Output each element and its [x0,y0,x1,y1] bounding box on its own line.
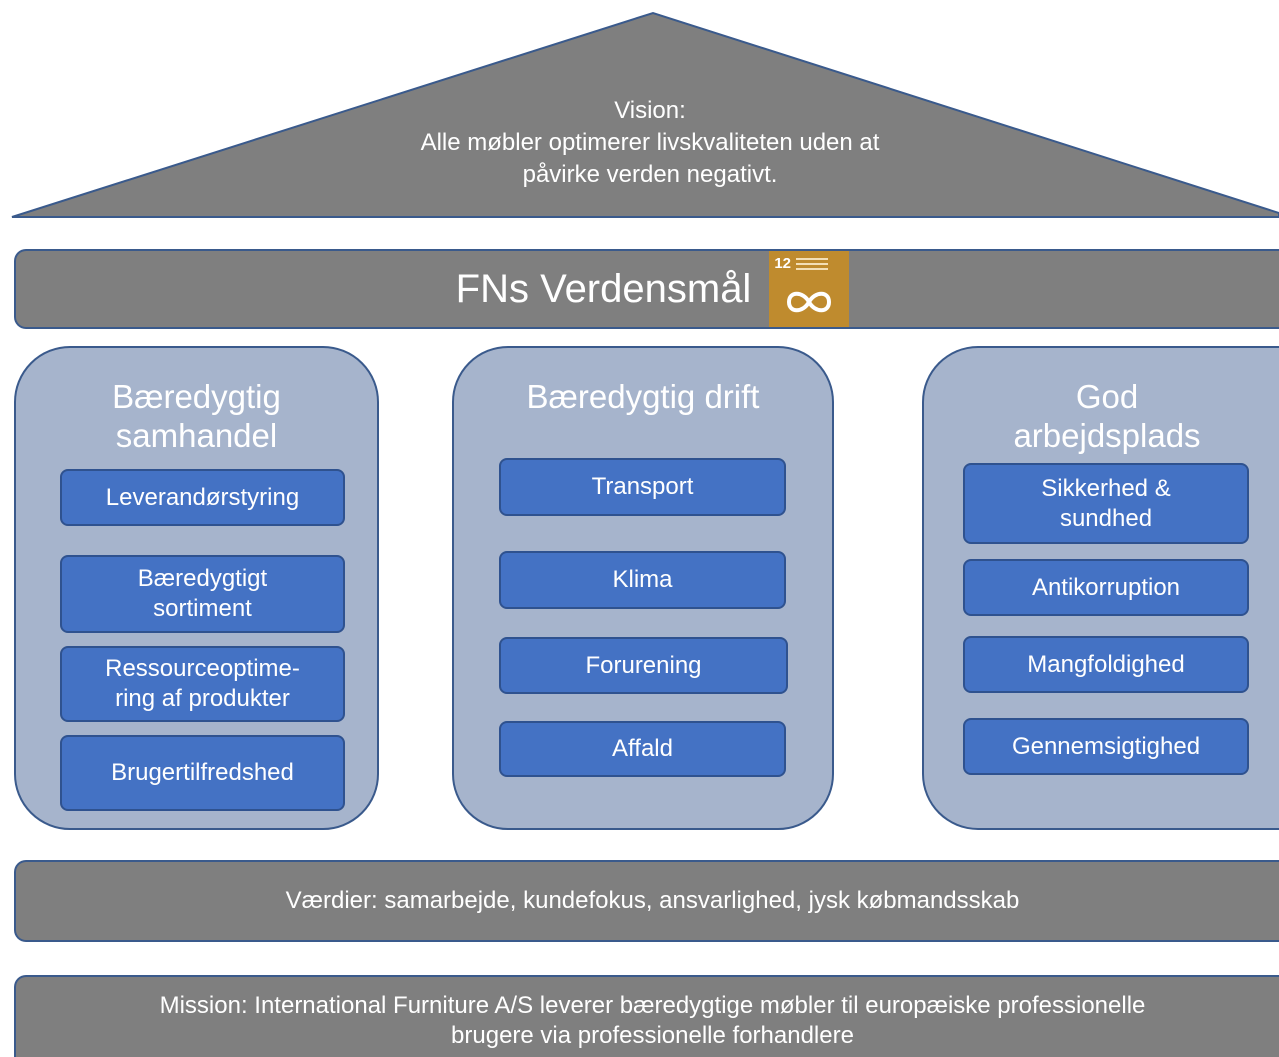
vision-line: Alle møbler optimerer livskvaliteten ude… [420,129,880,156]
values-band: Værdier: samarbejde, kundefokus, ansvarl… [14,860,1279,942]
pillar-item: Antikorruption [963,559,1249,616]
pillar-item: Affald [499,721,786,777]
pillar-item-label: sundhed [1059,504,1153,532]
pillar-title-line: Bæredygtig drift [526,378,760,415]
pillar-item-label: Gennemsigtighed [1011,732,1201,760]
pillar-item: Brugertilfredshed [60,735,345,811]
un-goals-band: FNs Verdensmål 12 [14,249,1279,329]
mission-text: Mission: International Furniture A/S lev… [16,991,1279,1051]
pillar-item-label: Antikorruption [1031,573,1181,601]
pillar-item: Forurening [499,637,788,694]
vision-roof [11,11,1279,218]
pillar-item: Sikkerhed & sundhed [963,463,1249,544]
mission-line: Mission: International Furniture A/S lev… [159,992,1146,1019]
values-text: Værdier: samarbejde, kundefokus, ansvarl… [285,887,1020,914]
pillar-title-line: God [1075,378,1139,415]
vision-line: påvirke verden negativt. [522,161,778,188]
pillar-item-label: Brugertilfredshed [111,759,294,786]
pillar-item-label: Leverandørstyring [105,483,300,511]
pillar-title: God arbejdsplads [922,377,1279,455]
pillar-title-line: samhandel [115,417,278,454]
pillar-title: Bæredygtig drift [452,377,834,416]
infinity-icon [787,291,832,313]
pillar-item: Ressourceoptime- ring af produkter [60,646,345,722]
pillar-item-label: Klima [612,566,673,593]
pillar-title-line: arbejdsplads [1013,417,1201,454]
sdg-caption-lines [796,258,829,273]
mission-band: Mission: International Furniture A/S lev… [14,975,1279,1057]
pillar-item-label: Bæredygtigt [137,565,268,592]
pillar-item: Gennemsigtighed [963,718,1249,775]
pillar-item: Bæredygtigt sortiment [60,555,345,633]
pillar-item-label: ring af produkter [115,685,290,712]
pillar-item-label: Sikkerhed & [1041,474,1171,502]
pillar-item: Klima [499,551,786,609]
pillar-item-label: Forurening [585,651,702,679]
un-goals-title: FNs Verdensmål [455,266,752,311]
pillar-item: Leverandørstyring [60,469,345,526]
vision-text: Vision: Alle møbler optimerer livskvalit… [340,95,960,191]
pillar-item-label: sortiment [153,595,252,622]
pillar-title-line: Bæredygtig [112,378,281,415]
pillar-item-label: Ressourceoptime- [105,655,300,682]
pillar-item-label: Affald [612,735,673,762]
pillar-item: Transport [499,458,786,516]
pillar-item-label: Mangfoldighed [1027,650,1185,678]
pillar-title: Bæredygtig samhandel [14,377,379,455]
vision-line: Vision: [614,97,686,124]
sdg-12-responsible-consumption-icon: 12 [769,251,850,327]
pillar-item-label: Transport [591,473,694,500]
mission-line: brugere via professionelle forhandlere [451,1022,854,1049]
pillar-item: Mangfoldighed [963,636,1249,693]
sdg-number: 12 [774,255,792,272]
